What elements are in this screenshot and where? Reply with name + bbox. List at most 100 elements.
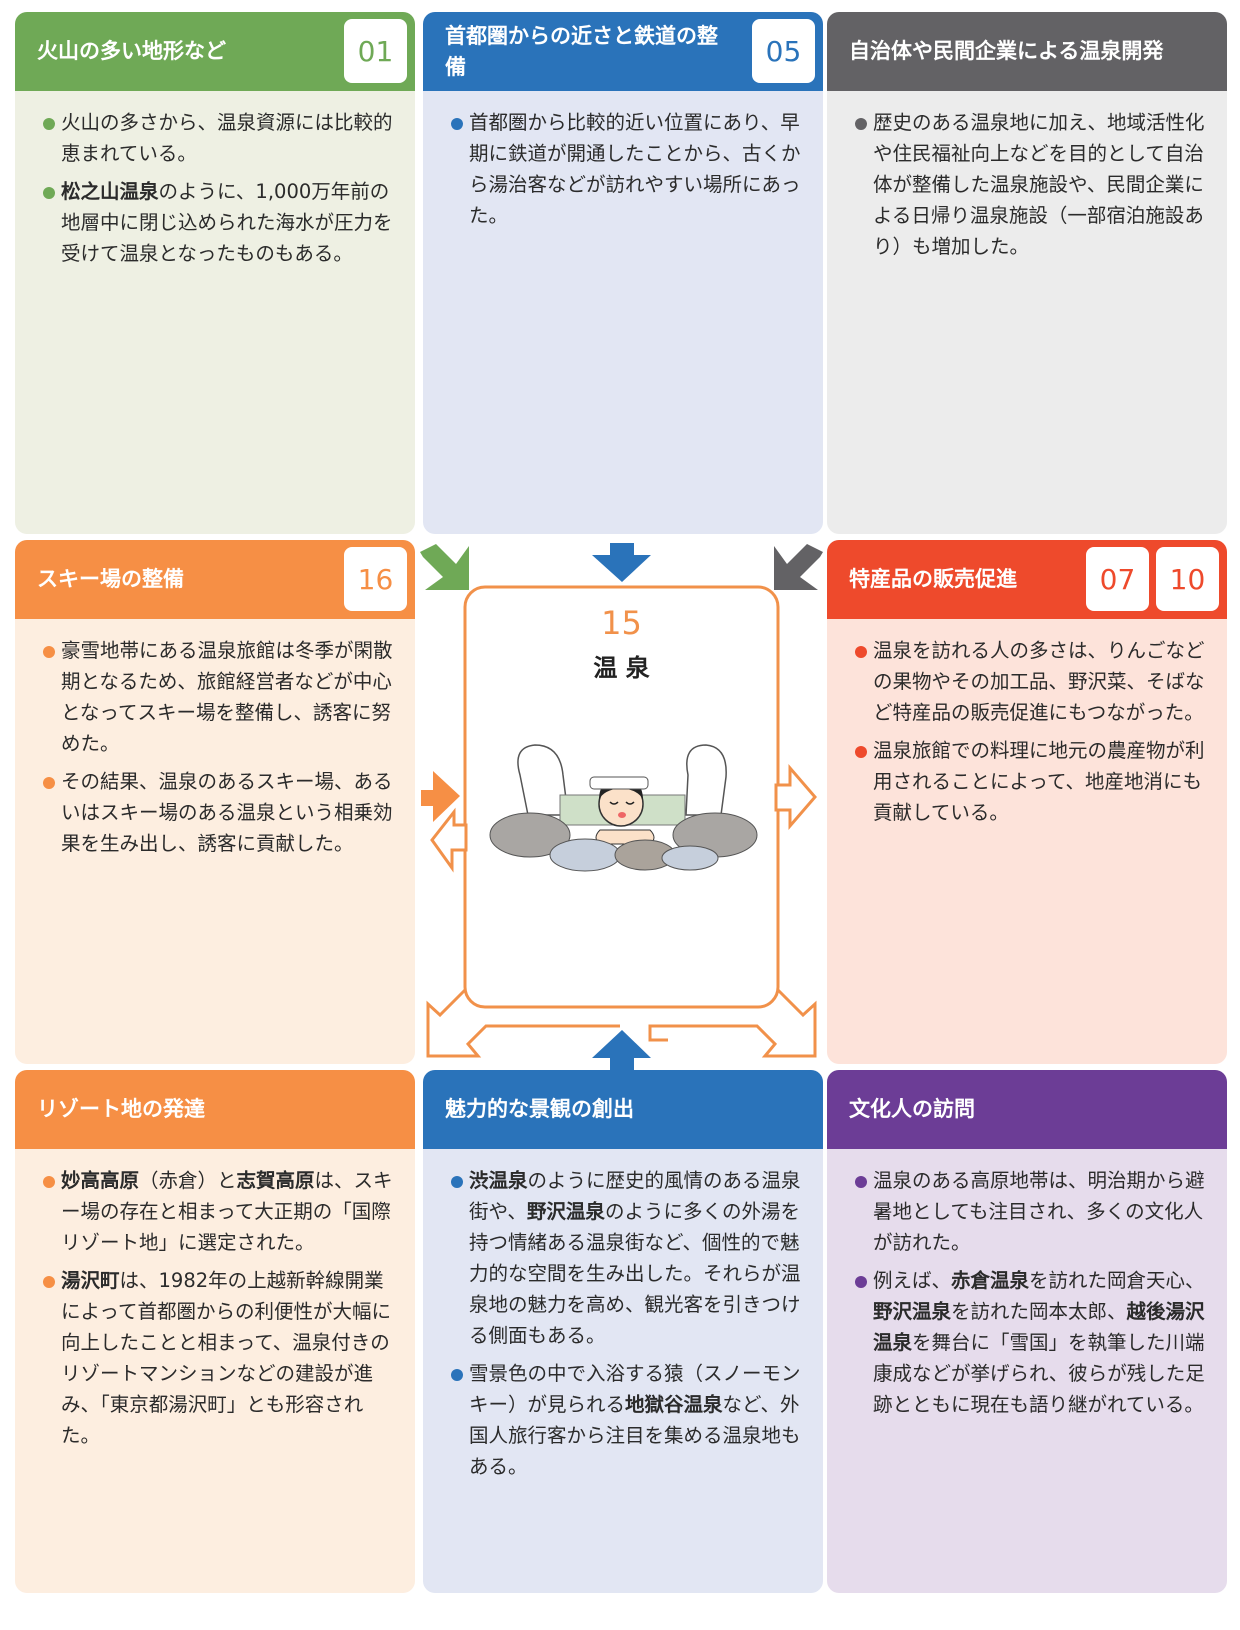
bold-term: 野沢温泉	[526, 1200, 605, 1223]
bullet-item: 松之山温泉のように、1,000万年前の地層中に閉じ込められた海水が圧力を受けて温…	[41, 176, 395, 269]
bullet-dot-icon	[451, 1176, 463, 1188]
bullet-dot-icon	[451, 1369, 463, 1381]
arrow-from-volcano-icon	[420, 544, 469, 590]
card-scenery: 魅力的な景観の創出渋温泉のように歴史的風情のある温泉街や、野沢温泉のように多くの…	[423, 1070, 823, 1593]
card-body: 温泉を訪れる人の多さは、りんごなどの果物やその加工品、野沢菜、そばなど特産品の販…	[827, 619, 1227, 828]
text: 火山の多さから、温泉資源には比較的恵まれている。	[61, 111, 393, 165]
arrow-to-culture-icon	[648, 988, 817, 1058]
card-body: 妙高高原（赤倉）と志賀高原は、スキー場の存在と相まって大正期の「国際リゾート地」…	[15, 1149, 415, 1451]
bold-term: 野沢温泉	[873, 1300, 952, 1323]
text: 例えば、	[873, 1269, 952, 1292]
bullet-item: その結果、温泉のあるスキー場、あるいはスキー場のある温泉という相乗効果を生み出し…	[41, 766, 395, 859]
arrow-from-railway-icon	[592, 543, 651, 582]
card-header: 火山の多い地形など 01	[15, 12, 415, 91]
bullet-dot-icon	[855, 646, 867, 658]
text: 雪景色の中で入浴する猿（スノーモンキー）が見られる	[469, 1362, 801, 1416]
bullet-dot-icon	[43, 646, 55, 658]
bullet-dot-icon	[855, 1176, 867, 1188]
hot-spring-illustration	[489, 744, 758, 872]
bold-term: 越後湯沢温泉	[873, 1300, 1205, 1354]
center-number: 15	[601, 604, 642, 642]
card-header: 自治体や民間企業による温泉開発	[827, 12, 1227, 91]
card-title: 文化人の訪問	[849, 1097, 975, 1121]
card-header: 魅力的な景観の創出	[423, 1070, 823, 1149]
card-header: 文化人の訪問	[827, 1070, 1227, 1149]
bullet-item: 温泉のある高原地帯は、明治期から避暑地としても注目され、多くの文化人が訪れた。	[853, 1165, 1207, 1258]
text: 歴史のある温泉地に加え、地域活性化や住民福祉向上などを目的として自治体が整備した…	[873, 111, 1205, 258]
card-title: 魅力的な景観の創出	[445, 1097, 634, 1121]
card-volcano: 火山の多い地形など 01 火山の多さから、温泉資源には比較的恵まれている。松之山温泉…	[15, 12, 415, 534]
card-title: 特産品の販売促進	[849, 567, 1017, 591]
chapter-badge: 01	[344, 19, 407, 83]
bullet-dot-icon	[855, 746, 867, 758]
arrow-from-development-icon	[774, 544, 823, 590]
text: を舞台に「雪国」を執筆した川端康成などが挙げられ、彼らが残した足跡とともに現在も…	[873, 1331, 1205, 1416]
bullet-dot-icon	[43, 1276, 55, 1288]
card-development: 自治体や民間企業による温泉開発歴史のある温泉地に加え、地域活性化や住民福祉向上な…	[827, 12, 1227, 534]
bold-term: 湯沢町	[61, 1269, 120, 1292]
text: 温泉を訪れる人の多さは、りんごなどの果物やその加工品、野沢菜、そばなど特産品の販…	[873, 639, 1205, 724]
text: のように歴史的風情のある温泉街や、	[469, 1169, 801, 1223]
text: 首都圏から比較的近い位置にあり、早期に鉄道が開通したことから、古くから湯治客など…	[469, 111, 801, 227]
card-body: 首都圏から比較的近い位置にあり、早期に鉄道が開通したことから、古くから湯治客など…	[423, 91, 823, 231]
card-body: 火山の多さから、温泉資源には比較的恵まれている。松之山温泉のように、1,000万…	[15, 91, 415, 269]
bold-term: 志賀高原	[236, 1169, 315, 1192]
bullet-dot-icon	[43, 118, 55, 130]
bold-term: 妙高高原	[61, 1169, 140, 1192]
text: など、外国人旅行客から注目を集める温泉地もある。	[469, 1393, 801, 1478]
bullet-item: 渋温泉のように歴史的風情のある温泉街や、野沢温泉のように多くの外湯を持つ情緒ある…	[449, 1165, 803, 1351]
bold-term: 松之山温泉	[61, 180, 159, 203]
arrow-to-products-icon	[774, 763, 817, 831]
text: は、スキー場の存在と相まって大正期の「国際リゾート地」に選定された。	[61, 1169, 393, 1254]
bold-term: 渋温泉	[469, 1169, 528, 1192]
bullet-item: 温泉を訪れる人の多さは、りんごなどの果物やその加工品、野沢菜、そばなど特産品の販…	[853, 635, 1207, 728]
text: を訪れた岡倉天心、	[1029, 1269, 1205, 1292]
chapter-badges: 16	[344, 547, 407, 611]
card-body: 渋温泉のように歴史的風情のある温泉街や、野沢温泉のように多くの外湯を持つ情緒ある…	[423, 1149, 823, 1482]
bullet-item: 豪雪地帯にある温泉旅館は冬季が閑散期となるため、旅館経営者などが中心となってスキ…	[41, 635, 395, 759]
chapter-badge: 10	[1156, 547, 1219, 611]
bullet-item: 歴史のある温泉地に加え、地域活性化や住民福祉向上などを目的として自治体が整備した…	[853, 107, 1207, 262]
bullet-item: 火山の多さから、温泉資源には比較的恵まれている。	[41, 107, 395, 169]
text: のように多くの外湯を持つ情緒ある温泉街など、個性的で魅力的な空間を生み出した。そ…	[469, 1200, 801, 1347]
arrow-to-resort-icon	[426, 988, 620, 1058]
card-body: 温泉のある高原地帯は、明治期から避暑地としても注目され、多くの文化人が訪れた。例…	[827, 1149, 1227, 1420]
center-title: 温 泉	[593, 654, 650, 682]
card-body: 歴史のある温泉地に加え、地域活性化や住民福祉向上などを目的として自治体が整備した…	[827, 91, 1227, 262]
text: のように、1,000万年前の地層中に閉じ込められた海水が圧力を受けて温泉となった…	[61, 180, 393, 265]
text: は、1982年の上越新幹線開業によって首都圏からの利便性が大幅に向上したことと相…	[61, 1269, 391, 1447]
arrow-to-ski-filled-icon	[421, 771, 460, 822]
card-resort: リゾート地の発達妙高高原（赤倉）と志賀高原は、スキー場の存在と相まって大正期の「…	[15, 1070, 415, 1593]
bullet-dot-icon	[855, 118, 867, 130]
text: 豪雪地帯にある温泉旅館は冬季が閑散期となるため、旅館経営者などが中心となってスキ…	[61, 639, 393, 755]
bullet-item: 雪景色の中で入浴する猿（スノーモンキー）が見られる地獄谷温泉など、外国人旅行客か…	[449, 1358, 803, 1482]
card-culture: 文化人の訪問温泉のある高原地帯は、明治期から避暑地としても注目され、多くの文化人…	[827, 1070, 1227, 1593]
bullet-dot-icon	[43, 1176, 55, 1188]
card-title: 自治体や民間企業による温泉開発	[849, 39, 1164, 63]
bold-term: 赤倉温泉	[951, 1269, 1030, 1292]
bullet-item: 温泉旅館での料理に地元の農産物が利用されることによって、地産地消にも貢献している…	[853, 735, 1207, 828]
bullet-dot-icon	[451, 118, 463, 130]
card-title: リゾート地の発達	[37, 1097, 205, 1121]
arrow-from-scenery-icon	[592, 1030, 651, 1070]
chapter-badge: 07	[1086, 547, 1149, 611]
chapter-badge: 16	[344, 547, 407, 611]
card-body: 豪雪地帯にある温泉旅館は冬季が閑散期となるため、旅館経営者などが中心となってスキ…	[15, 619, 415, 859]
card-title: 火山の多い地形など	[37, 39, 226, 63]
text: 温泉旅館での料理に地元の農産物が利用されることによって、地産地消にも貢献している…	[873, 739, 1205, 824]
bullet-item: 妙高高原（赤倉）と志賀高原は、スキー場の存在と相まって大正期の「国際リゾート地」…	[41, 1165, 395, 1258]
arrow-to-ski-outline-icon	[430, 807, 468, 873]
bullet-item: 湯沢町は、1982年の上越新幹線開業によって首都圏からの利便性が大幅に向上したこ…	[41, 1265, 395, 1451]
bullet-item: 例えば、赤倉温泉を訪れた岡倉天心、野沢温泉を訪れた岡本太郎、越後湯沢温泉を舞台に…	[853, 1265, 1207, 1420]
text: その結果、温泉のあるスキー場、あるいはスキー場のある温泉という相乗効果を生み出し…	[61, 770, 393, 855]
bold-term: 地獄谷温泉	[625, 1393, 723, 1416]
card-header: リゾート地の発達	[15, 1070, 415, 1149]
